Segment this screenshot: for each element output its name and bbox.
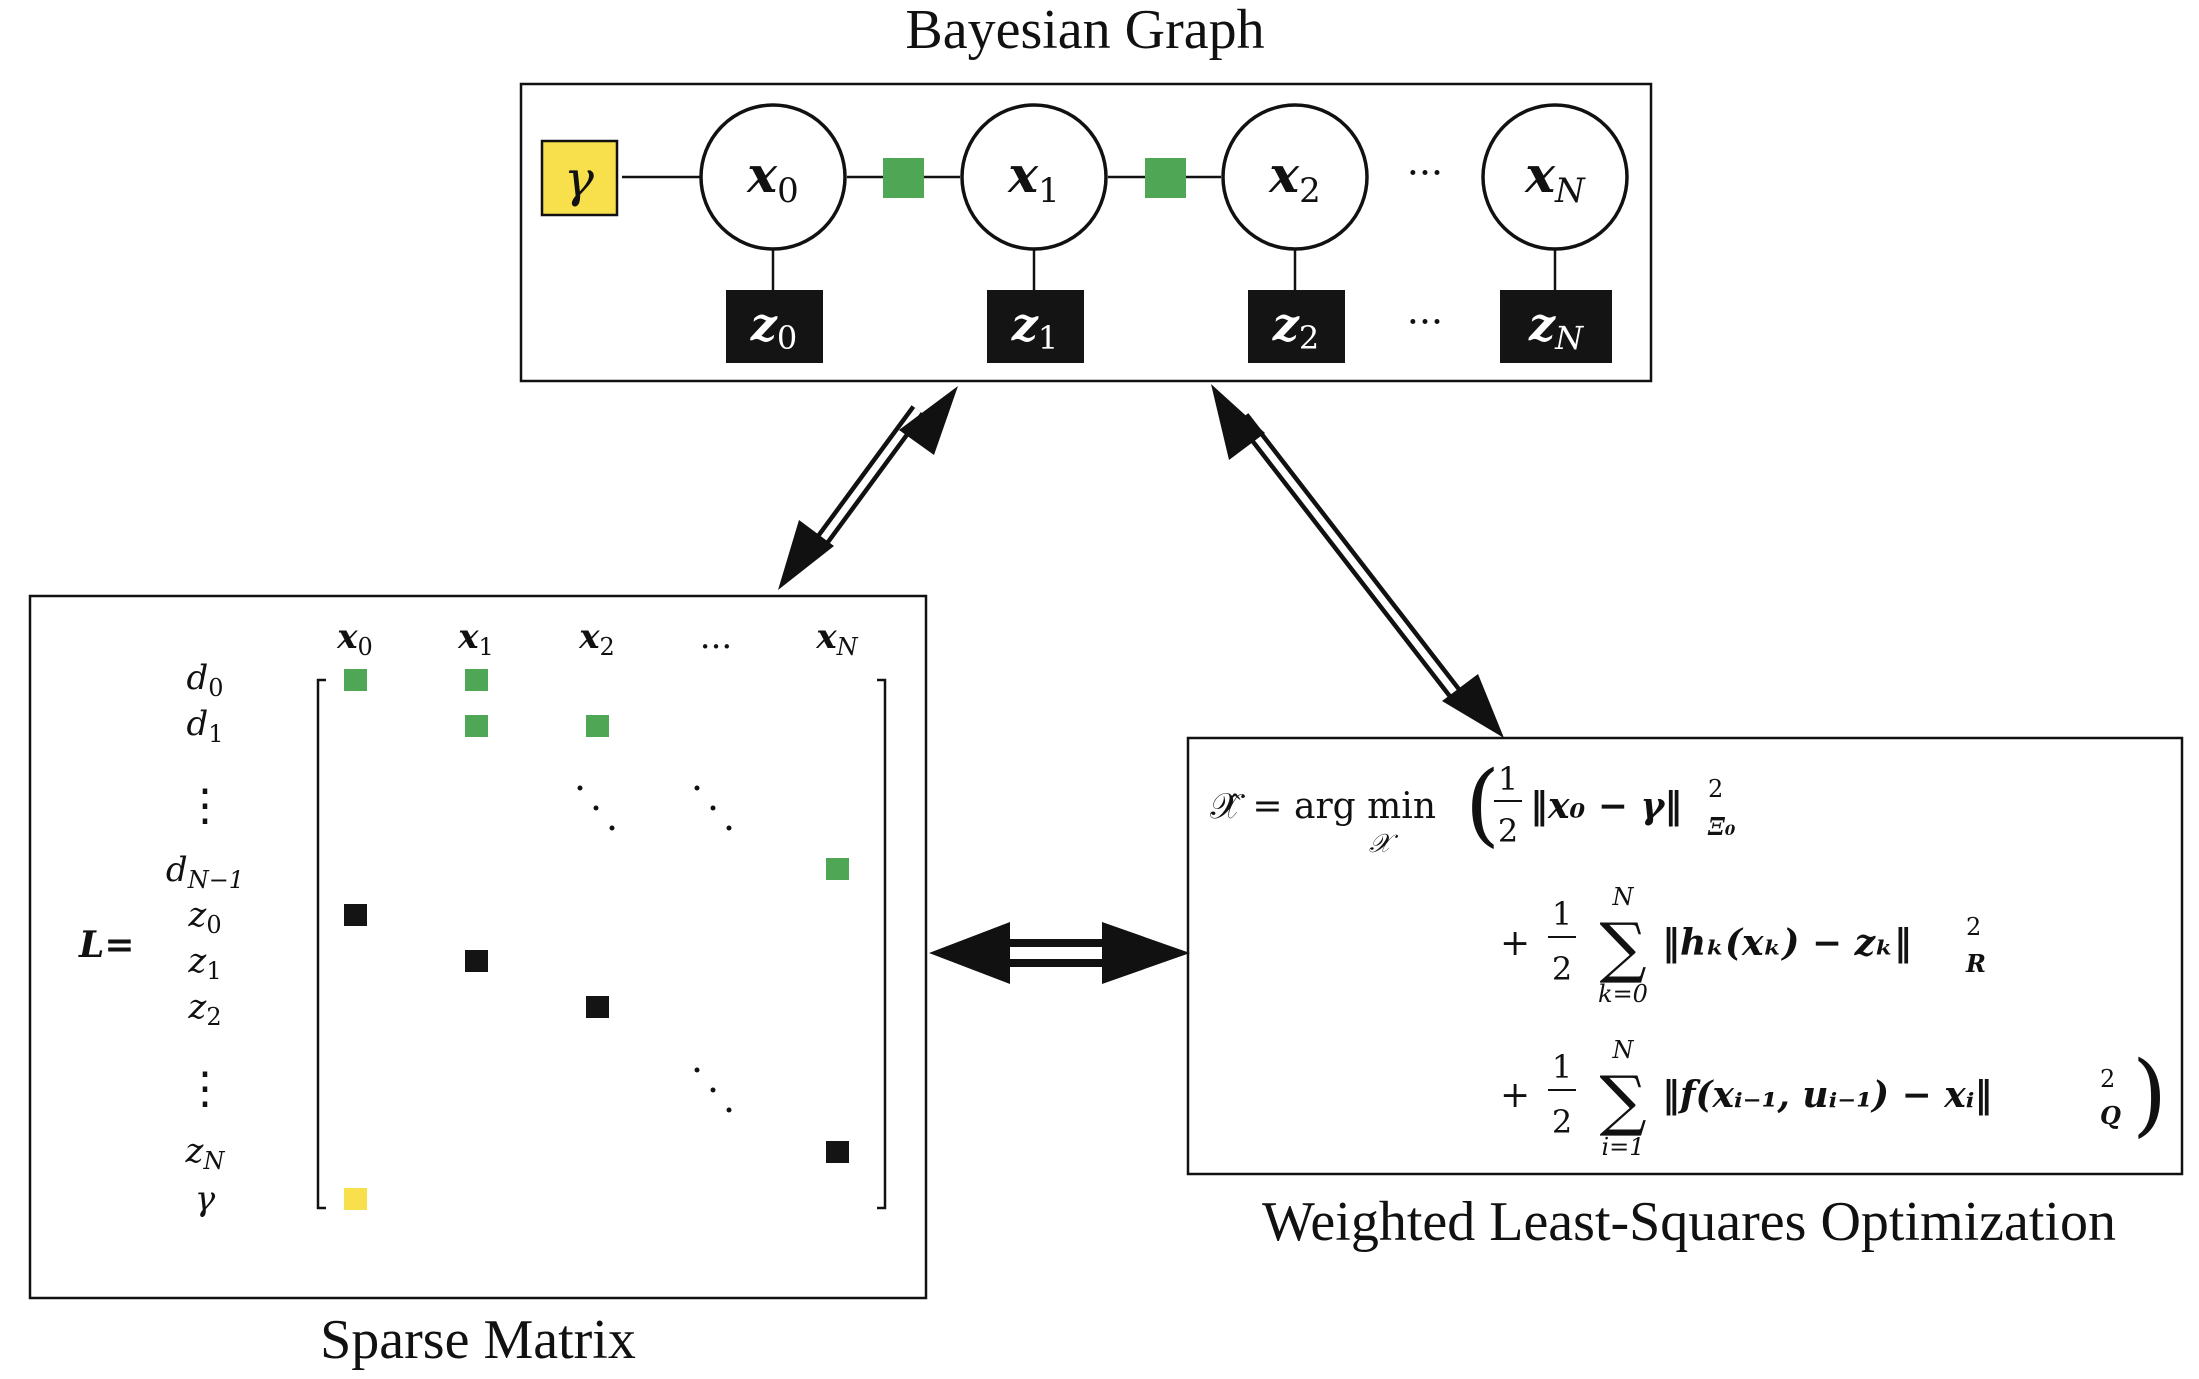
entry-zN-xN [826,1141,849,1163]
measurement-factor-0: z0 [726,290,823,363]
state-node-N: xN [1481,103,1629,251]
eq3-body: ‖f(xᵢ₋₁, uᵢ₋₁) − xᵢ‖ [1662,1074,1992,1116]
svg-text:x2: x2 [1268,145,1320,211]
matrix-right-bracket [877,678,887,1210]
eq3-plus: + [1500,1075,1530,1116]
entry-z1-x1 [465,950,488,972]
equation-line-3: + 1 2 N ∑ i=1 ‖f(xᵢ₋₁, uᵢ₋₁) − xᵢ‖ 2 Q ) [1500,1036,2167,1161]
eq3-frac-num: 1 [1552,1048,1572,1086]
odometry-factor-1 [1145,158,1186,198]
prior-label: γ [564,150,594,208]
eq1-under: 𝒳 [1369,829,1399,859]
row-label-z0: z0 [187,895,221,939]
eq2-sum-sign: ∑ [1599,909,1646,986]
svg-text:z0: z0 [750,297,797,357]
measurement-factor-N: zN [1500,290,1612,363]
eq1-frac-den: 2 [1498,812,1518,850]
arrow-matrix-wls [929,922,1190,984]
eq1-lhs: 𝒳̂ = arg min [1210,786,1436,827]
row-label-dN-1: dN−1 [166,850,244,894]
row-label-d1: d1 [186,704,223,748]
svg-text:z2: z2 [1272,297,1319,357]
row-label-vdots-1: ⋮ [183,780,227,831]
bayesian-graph-title: Bayesian Graph [905,0,1264,61]
eq3-close-paren: ) [2132,1042,2167,1147]
entry-d1-x1 [465,715,488,737]
state-node-0: x0 [699,103,847,251]
svg-text:x1: x1 [1007,145,1059,211]
col-header-xN: xN [815,617,858,661]
eq2-body: ‖hₖ(xₖ) − zₖ‖ [1662,922,1912,964]
eq2-sub: R [1965,949,1986,978]
eq3-sup: 2 [2100,1065,2115,1093]
arrow-graph-matrix [778,386,958,590]
col-header-x0: x0 [336,617,373,661]
odometry-factor-0 [883,158,924,198]
eq1-body: ‖x₀ − γ‖ [1530,785,1682,827]
row-label-vdots-2: ⋮ [183,1063,227,1114]
graph-ellipsis-top: ··· [1407,151,1443,195]
entry-z0-x0 [344,904,367,926]
prior-factor [540,139,619,217]
matrix-row-labels: d0 d1 ⋮ dN−1 z0 z1 z2 ⋮ zN γ [166,658,244,1219]
entry-d0-x1 [465,669,488,691]
eq2-sum-top: N [1612,883,1635,911]
bayesian-graph-box [519,82,1653,383]
svg-text:z1: z1 [1011,297,1058,357]
col-header-x1: x1 [457,617,494,661]
sparse-matrix-box [28,594,928,1300]
matrix-ddots [577,785,732,1113]
eq1-sub: Ξ₀ [1707,812,1736,841]
measurement-factor-2: z2 [1248,290,1345,363]
row-label-d0: d0 [186,658,223,702]
matrix-left-bracket [316,678,326,1210]
matrix-entries [344,669,849,1210]
row-label-z2: z2 [187,987,221,1031]
col-header-x2: x2 [578,617,615,661]
col-header-ellipsis: ... [700,617,732,657]
entry-d0-x0 [344,669,367,691]
measurement-factor-1: z1 [987,290,1084,363]
eq2-sup: 2 [1966,913,1981,941]
eq2-frac-num: 1 [1552,895,1572,933]
eq3-sum-top: N [1612,1036,1635,1064]
entry-gamma-x0 [344,1188,367,1210]
eq1-open-paren: ( [1465,752,1500,857]
svg-text:zN: zN [1528,297,1584,357]
entry-d1-x2 [586,715,609,737]
state-node-1: x1 [960,103,1108,251]
eq1-frac-num: 1 [1498,760,1518,798]
eq3-sum-bottom: i=1 [1601,1133,1644,1161]
row-label-gamma: γ [195,1179,216,1219]
row-label-z1: z1 [187,941,221,985]
eq2-frac-den: 2 [1552,950,1572,988]
arrow-graph-wls [1211,384,1504,738]
state-node-2: x2 [1221,103,1369,251]
eq2-plus: + [1500,923,1530,964]
row-label-zN: zN [185,1131,226,1175]
equation-line-2: + 1 2 N ∑ k=0 ‖hₖ(xₖ) − zₖ‖ 2 R [1500,883,1986,1008]
entry-dN-1-xN [826,858,849,880]
equation-line-1: 𝒳̂ = arg min 𝒳 ( 1 2 ‖x₀ − γ‖ 2 Ξ₀ [1210,752,1736,859]
matrix-col-headers: x0 x1 x2 ... xN [336,617,858,661]
matrix-lhs-label: L= [78,924,134,966]
svg-text:xN: xN [1524,145,1586,211]
graph-ellipsis-bottom: ··· [1407,300,1443,344]
sparse-matrix-title: Sparse Matrix [320,1309,636,1371]
eq3-sub: Q [2100,1101,2121,1130]
entry-z2-x2 [586,996,609,1018]
eq3-frac-den: 2 [1552,1103,1572,1141]
svg-text:x0: x0 [746,145,798,211]
wls-title: Weighted Least-Squares Optimization [1262,1191,2116,1253]
eq3-sum-sign: ∑ [1599,1062,1646,1139]
eq1-sup: 2 [1708,775,1723,803]
wls-box [1186,736,2184,1176]
eq2-sum-bottom: k=0 [1598,980,1648,1008]
